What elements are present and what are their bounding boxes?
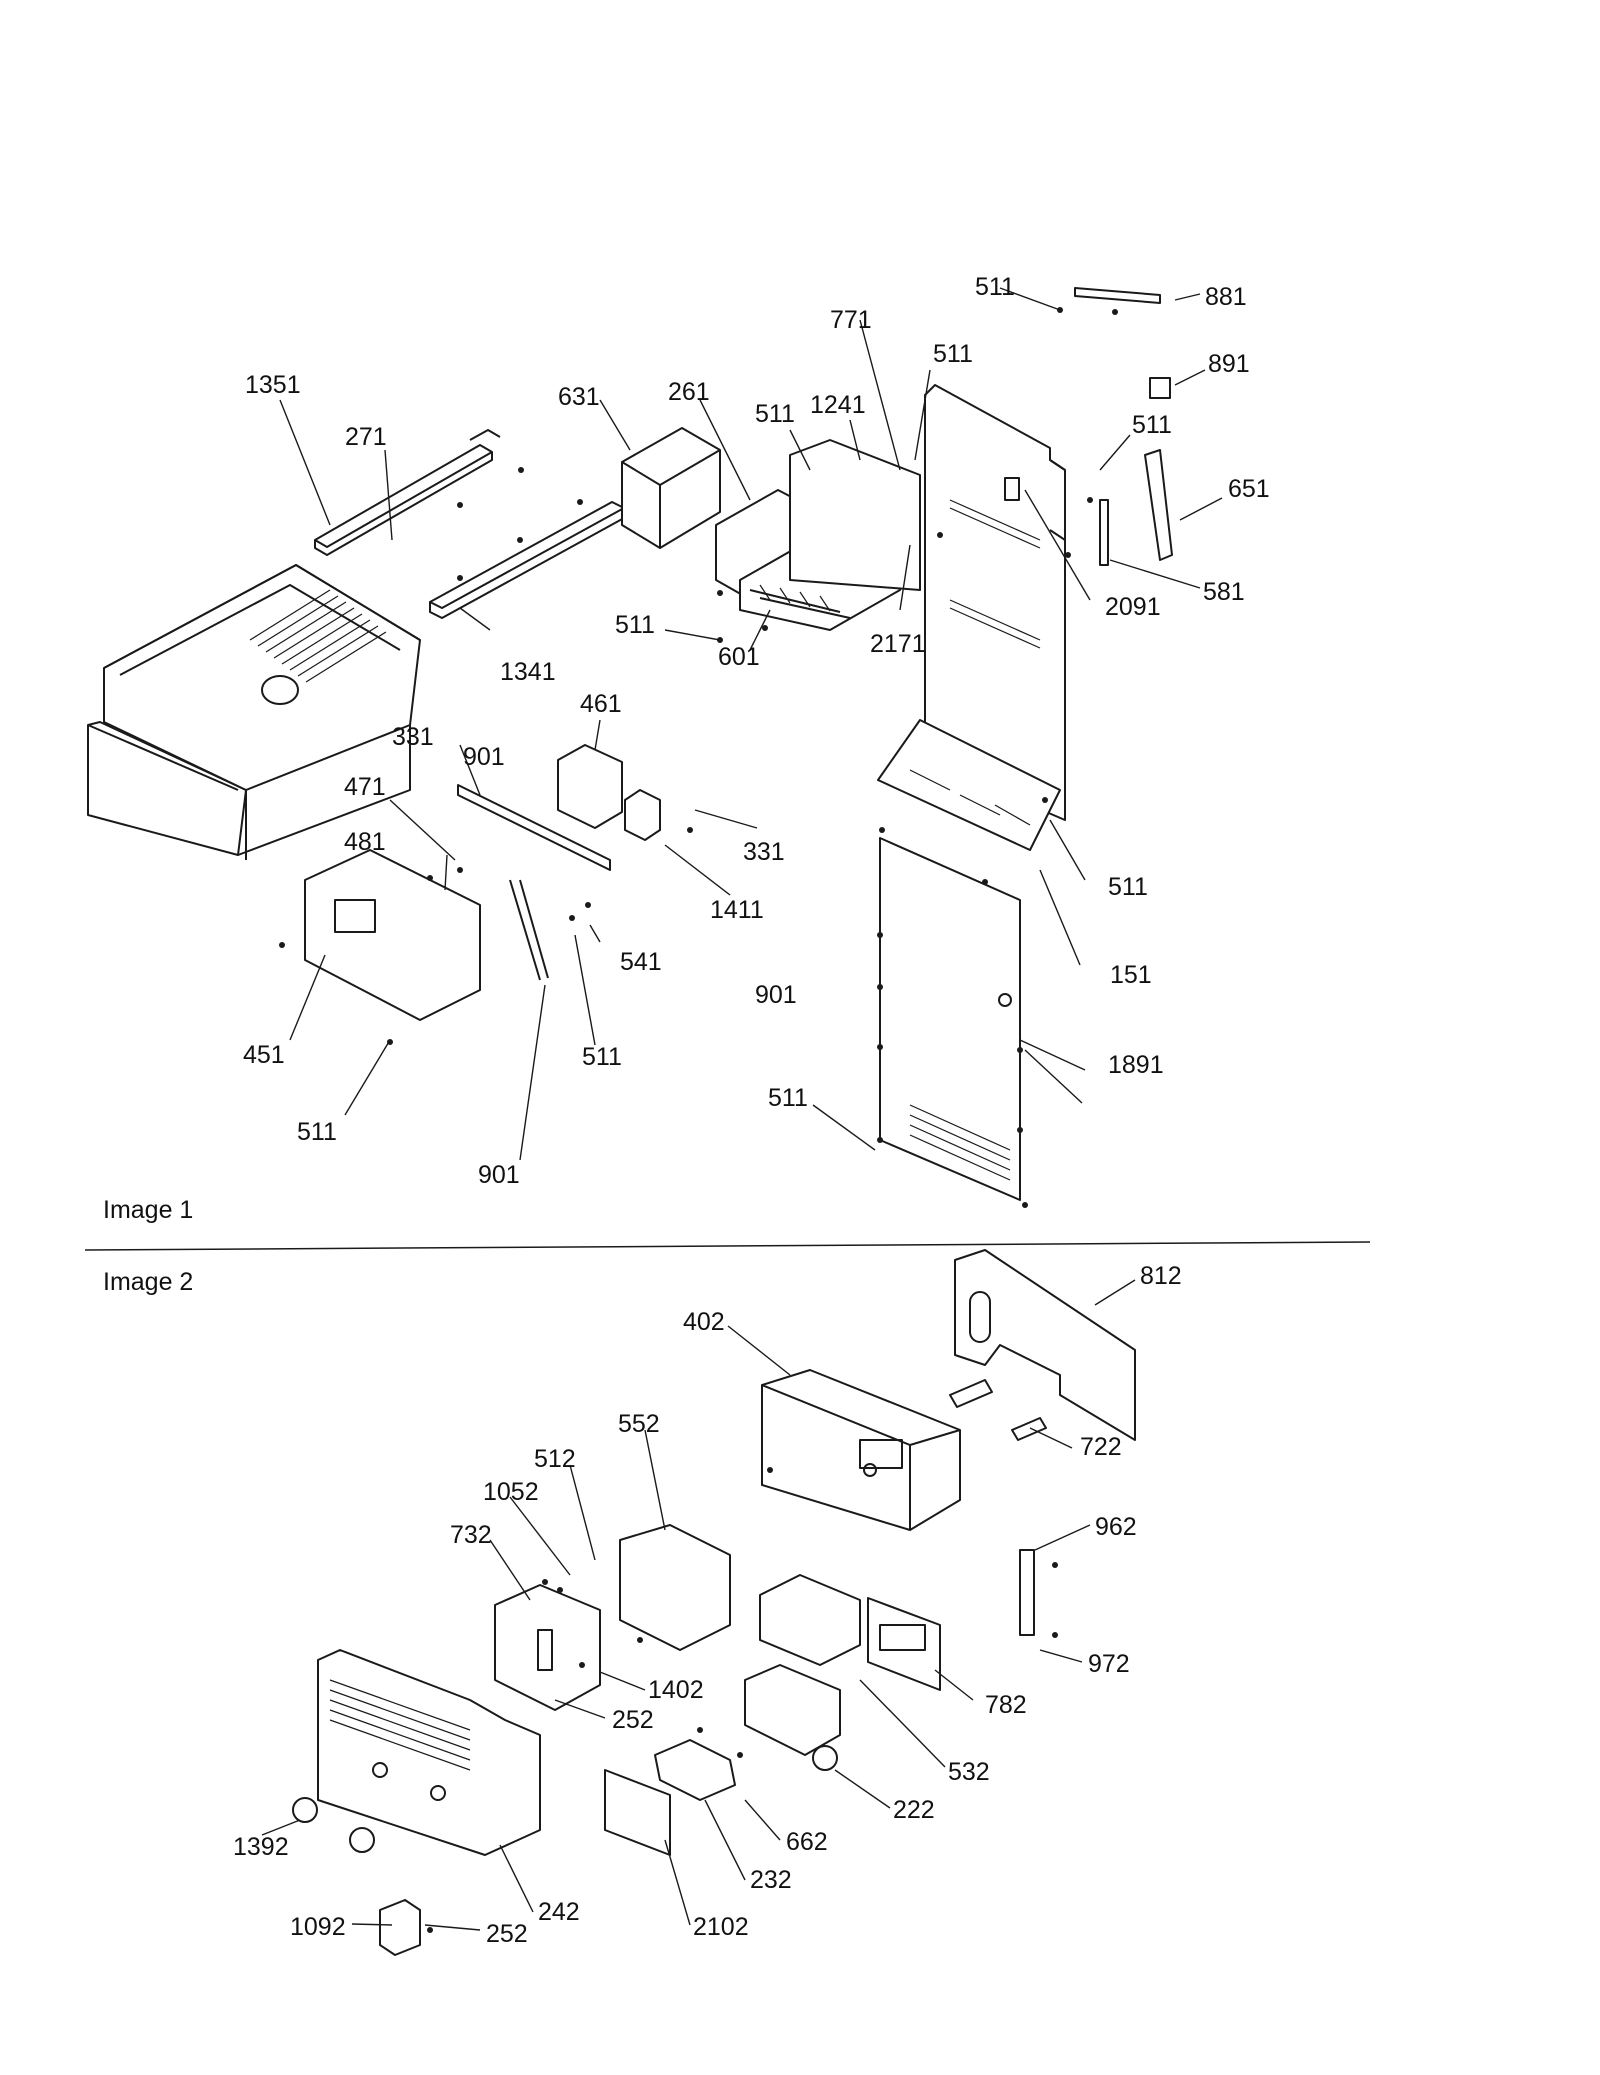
part-label: 451 xyxy=(243,1041,285,1069)
frame-782 xyxy=(867,1597,941,1691)
part-label: 511 xyxy=(768,1084,808,1112)
rail-1351 xyxy=(314,429,501,556)
bracket-881 xyxy=(1074,287,1161,304)
section-divider xyxy=(84,1241,1371,1251)
leaders-image-1 xyxy=(279,287,1223,1161)
screws-image-1 xyxy=(279,307,1118,1208)
mounting-plate-1241 xyxy=(789,439,921,591)
part-label: 331 xyxy=(392,723,434,751)
relay-1411 xyxy=(624,789,661,841)
image-2-parts: Image 2 xyxy=(103,1249,1182,1956)
panel-1891 xyxy=(879,837,1021,1201)
part-label: 252 xyxy=(486,1920,528,1948)
part-label: 512 xyxy=(534,1445,576,1473)
labels-image-2: 812 402 722 552 512 1052 962 732 972 140… xyxy=(233,1262,1182,1948)
part-label: 511 xyxy=(1108,873,1148,901)
part-label: 771 xyxy=(830,306,872,334)
leaders-image-2 xyxy=(261,1279,1136,1931)
ice-bin xyxy=(87,564,421,860)
block-891 xyxy=(1149,377,1171,399)
part-label: 1241 xyxy=(810,391,866,419)
part-label: 972 xyxy=(1088,1650,1130,1678)
part-label: 511 xyxy=(1132,411,1172,439)
part-label: 2091 xyxy=(1105,593,1161,621)
part-label: 511 xyxy=(755,400,795,428)
strip-651 xyxy=(1144,449,1173,561)
part-label: 461 xyxy=(580,690,622,718)
part-label: 402 xyxy=(683,1308,725,1336)
part-label: 901 xyxy=(755,981,797,1009)
part-label: 532 xyxy=(948,1758,990,1786)
part-label: 222 xyxy=(893,1796,935,1824)
spacer-722 xyxy=(949,1379,993,1408)
part-label: 271 xyxy=(345,423,387,451)
image-1-parts: 511 881 771 511 891 1351 631 261 511 124… xyxy=(87,273,1270,1224)
part-label: 541 xyxy=(620,948,662,976)
image-2-caption: Image 2 xyxy=(103,1268,193,1296)
part-label: 891 xyxy=(1208,350,1250,378)
bracket-581 xyxy=(1099,499,1109,566)
part-label: 962 xyxy=(1095,1513,1137,1541)
part-label: 1351 xyxy=(245,371,301,399)
part-label: 1341 xyxy=(500,658,556,686)
part-label: 1891 xyxy=(1108,1051,1164,1079)
knob-1392 xyxy=(292,1797,318,1823)
part-label: 812 xyxy=(1140,1262,1182,1290)
image-1-caption: Image 1 xyxy=(103,1196,193,1224)
part-label: 581 xyxy=(1203,578,1245,606)
part-label: 782 xyxy=(985,1691,1027,1719)
rail-1341 xyxy=(429,501,625,619)
housing-451 xyxy=(304,849,481,1021)
part-label: 151 xyxy=(1110,961,1152,989)
part-label: 732 xyxy=(450,1521,492,1549)
tray-151 xyxy=(877,719,1061,851)
part-label: 242 xyxy=(538,1898,580,1926)
part-label: 261 xyxy=(668,378,710,406)
part-label: 511 xyxy=(582,1043,622,1071)
front-panel-242 xyxy=(317,1649,541,1856)
part-label: 901 xyxy=(463,743,505,771)
part-label: 552 xyxy=(618,1410,660,1438)
switch-461 xyxy=(557,744,623,829)
bracket-732 xyxy=(494,1584,601,1711)
part-label: 511 xyxy=(297,1118,337,1146)
module-222 xyxy=(744,1664,841,1756)
part-label: 232 xyxy=(750,1866,792,1894)
part-label: 1092 xyxy=(290,1913,346,1941)
part-label: 511 xyxy=(975,273,1015,301)
part-label: 1411 xyxy=(710,896,764,924)
part-label: 651 xyxy=(1228,475,1270,503)
bracket-812 xyxy=(954,1249,1136,1441)
part-label: 481 xyxy=(344,828,386,856)
part-label: 662 xyxy=(786,1828,828,1856)
cover-532 xyxy=(759,1574,861,1666)
part-label: 722 xyxy=(1080,1433,1122,1461)
bracket-901 xyxy=(457,784,611,871)
cover-631 xyxy=(621,427,721,549)
labels-image-1: 511 881 771 511 891 1351 631 261 511 124… xyxy=(243,273,1270,1189)
plate-2102 xyxy=(604,1769,671,1856)
part-label: 881 xyxy=(1205,283,1247,311)
part-label: 2171 xyxy=(870,630,926,658)
part-label: 471 xyxy=(344,773,386,801)
part-label: 252 xyxy=(612,1706,654,1734)
bracket-962 xyxy=(1019,1549,1035,1636)
part-label: 601 xyxy=(718,643,760,671)
part-label: 511 xyxy=(615,611,655,639)
part-label: 631 xyxy=(558,383,600,411)
plate-552 xyxy=(619,1524,731,1651)
part-label: 1052 xyxy=(483,1478,539,1506)
part-label: 331 xyxy=(743,838,785,866)
part-label: 1402 xyxy=(648,1676,704,1704)
actuator-232 xyxy=(654,1739,736,1801)
screws-image-2 xyxy=(427,1467,1058,1933)
part-label: 2102 xyxy=(693,1913,749,1941)
part-label: 901 xyxy=(478,1161,520,1189)
part-label: 1392 xyxy=(233,1833,289,1861)
bracket-1092 xyxy=(379,1899,421,1956)
part-label: 511 xyxy=(933,340,973,368)
